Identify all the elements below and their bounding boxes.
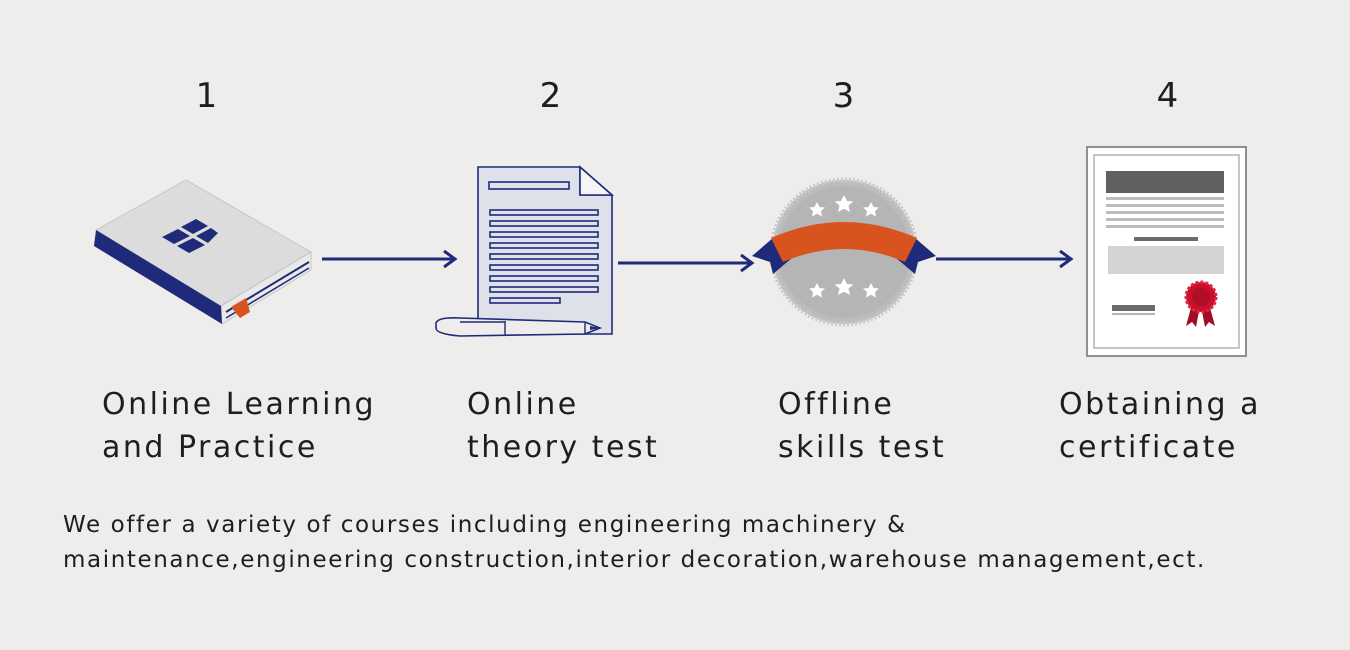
badge-ribbon-icon: [752, 177, 936, 327]
document-pen-icon: [435, 165, 615, 337]
arrow-right-icon: [322, 249, 458, 269]
step-number-1: 1: [195, 76, 219, 116]
step-number-3: 3: [832, 76, 856, 116]
course-description: We offer a variety of courses including …: [63, 508, 1206, 578]
step-label-line: theory test: [467, 430, 660, 465]
arrow-right-icon: [618, 253, 755, 273]
step-label-line: Online: [467, 387, 579, 422]
step-label-line: certificate: [1059, 430, 1238, 465]
step-number-4: 4: [1156, 76, 1180, 116]
step-label-4: Obtaining a certificate: [1059, 383, 1261, 469]
certificate-icon: [1086, 146, 1247, 357]
step-label-line: Online Learning: [102, 387, 377, 422]
step-label-line: Obtaining a: [1059, 387, 1261, 422]
step-label-3: Offline skills test: [778, 383, 946, 469]
step-label-2: Online theory test: [467, 383, 659, 469]
description-line: maintenance,engineering construction,int…: [63, 547, 1206, 573]
step-label-line: Offline: [778, 387, 895, 422]
step-number-2: 2: [539, 76, 563, 116]
step-label-1: Online Learning and Practice: [102, 383, 376, 469]
step-label-line: skills test: [778, 430, 947, 465]
description-line: We offer a variety of courses including …: [63, 512, 907, 538]
step-label-line: and Practice: [102, 430, 318, 465]
book-icon: [94, 179, 312, 325]
arrow-right-icon: [936, 249, 1074, 269]
